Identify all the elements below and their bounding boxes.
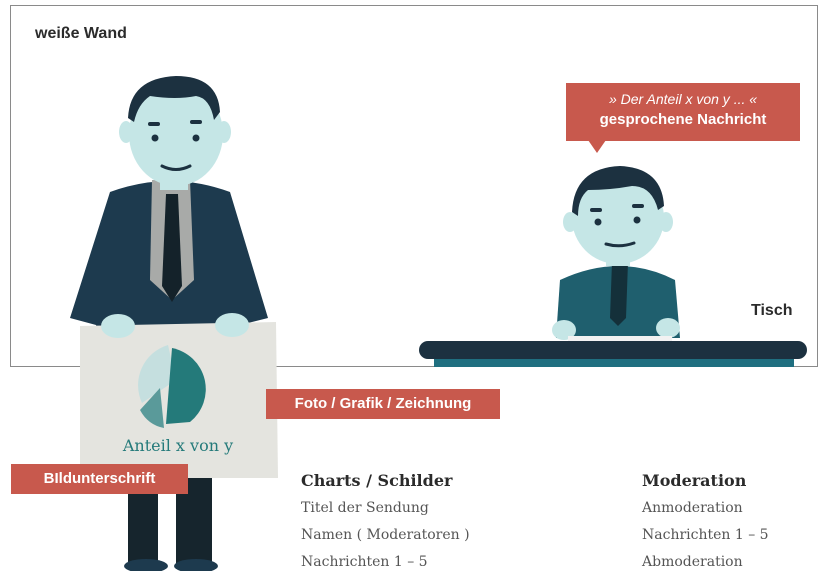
- desk-top: [419, 341, 807, 359]
- presenter-left-brow: [148, 122, 160, 126]
- presenter-right-ear: [217, 121, 231, 143]
- presenter-left-eye: [151, 134, 159, 142]
- sign-caption: Anteil x von y: [122, 436, 234, 455]
- moderation-heading: Moderation: [642, 471, 747, 490]
- presenter-tie: [162, 194, 182, 302]
- charts-heading: Charts / Schilder: [301, 471, 453, 490]
- presenter-head: [129, 82, 223, 186]
- moderation-item: Nachrichten 1 – 5: [642, 527, 769, 543]
- presenter-left-ear: [119, 121, 133, 143]
- sign-board: [80, 313, 278, 478]
- presenter-hair: [128, 76, 220, 122]
- newsreader-head: [572, 172, 664, 264]
- newsreader-right-hand: [656, 318, 680, 338]
- speech-bubble-tail: [588, 140, 606, 153]
- charts-item: Nachrichten 1 – 5: [301, 554, 428, 570]
- presenter-right-eye: [192, 134, 200, 142]
- newsreader-left-ear: [563, 212, 577, 232]
- caption-tag: BIldunterschrift: [11, 464, 188, 494]
- speech-quote: » Der Anteil x von y ... «: [608, 91, 758, 107]
- presenter-left-shoe: [124, 559, 168, 571]
- newsreader-left-brow: [590, 208, 602, 212]
- charts-item: Namen ( Moderatoren ): [301, 527, 470, 543]
- seated-newsreader: [552, 166, 680, 340]
- charts-item: Titel der Sendung: [301, 500, 429, 516]
- desk-front: [434, 359, 794, 367]
- newsreader-tie: [610, 262, 628, 326]
- newsreader-right-ear: [659, 212, 673, 232]
- moderation-item: Abmoderation: [642, 554, 743, 570]
- newsreader-right-brow: [632, 204, 644, 208]
- pie-slice-mid: [140, 388, 164, 428]
- presenter-left-hand: [101, 314, 135, 338]
- presenter-mouth: [160, 164, 192, 171]
- pie-slice-light: [138, 345, 176, 403]
- speech-bubble: » Der Anteil x von y ... « gesprochene N…: [566, 83, 800, 141]
- moderation-item: Anmoderation: [642, 500, 743, 516]
- presenter-right-hand: [215, 313, 249, 337]
- newsreader-right-eye: [633, 216, 641, 224]
- white-wall: [10, 5, 818, 367]
- table-label: Tisch: [751, 302, 793, 319]
- newsreader-hair: [572, 166, 664, 216]
- speech-title: gesprochene Nachricht: [599, 111, 767, 128]
- newsreader-left-hand: [552, 320, 576, 340]
- wall-label: weiße Wand: [35, 25, 127, 42]
- desk-papers: [568, 336, 672, 341]
- presenter-right-brow: [190, 120, 202, 124]
- presenter-right-shoe: [174, 559, 218, 571]
- pie-slice-teal: [166, 348, 206, 424]
- graphic-tag: Foto / Grafik / Zeichnung: [266, 389, 500, 419]
- newsreader-mouth: [604, 241, 636, 248]
- newsreader-left-eye: [594, 218, 602, 226]
- news-desk: [419, 336, 807, 367]
